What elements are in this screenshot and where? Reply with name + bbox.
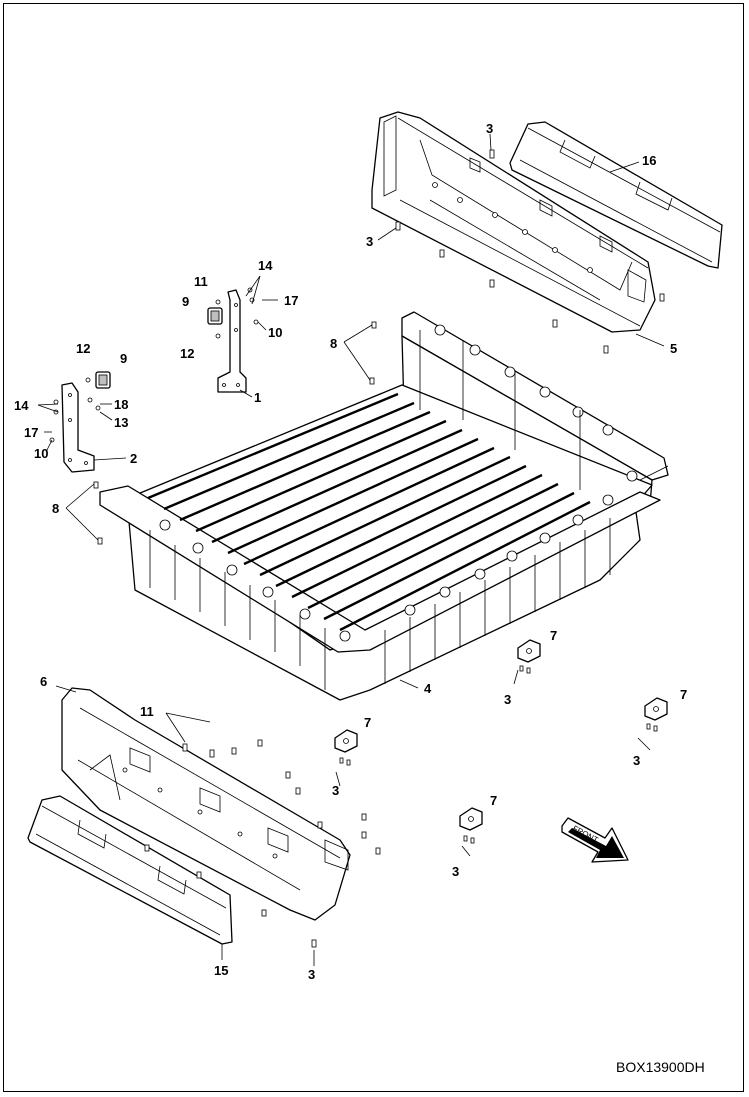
callout-10: 10 — [268, 325, 282, 340]
callout-3: 3 — [308, 967, 315, 982]
part-6-side-panel — [61, 687, 351, 921]
part-2-bracket — [49, 371, 111, 473]
callout-7: 7 — [550, 628, 557, 643]
callout-3: 3 — [504, 692, 511, 707]
callout-13: 12 — [180, 346, 194, 361]
callout-18: 18 — [114, 397, 128, 412]
callout-10: 10 — [34, 446, 48, 461]
callout-5: 5 — [670, 341, 677, 356]
callout-15: 16 — [642, 153, 656, 168]
part-7-clips — [334, 639, 668, 844]
callout-8: 8 — [52, 501, 59, 516]
bolts-part-5 — [395, 149, 665, 354]
callout-9: 9 — [182, 294, 189, 309]
callout-16: 15 — [214, 963, 228, 978]
callout-labels: 3 3 16 5 8 8 11 14 9 17 10 12 1 12 9 14 … — [14, 121, 687, 982]
callout-1: 1 — [254, 390, 261, 405]
part-15-rear-trim — [509, 121, 723, 269]
callout-14: 14 — [14, 398, 29, 413]
callout-2: 2 — [130, 451, 137, 466]
bolts-lower — [93, 321, 381, 948]
callout-12: 12 — [76, 341, 90, 356]
callout-9: 9 — [120, 351, 127, 366]
callout-14: 14 — [258, 258, 273, 273]
callout-6: 6 — [40, 674, 47, 689]
drawing-frame — [3, 3, 744, 1092]
front-arrow-icon: FRONT — [561, 817, 629, 863]
part-5-rear-panel — [371, 111, 656, 333]
leader-lines — [37, 133, 665, 966]
callout-13: 13 — [114, 415, 128, 430]
callout-12: 11 — [194, 274, 208, 289]
callout-7: 7 — [680, 687, 687, 702]
callout-3: 3 — [452, 864, 459, 879]
callout-17: 17 — [284, 293, 298, 308]
part-1-bracket — [207, 287, 259, 393]
part-16-side-trim — [27, 795, 233, 945]
part-4-cargo-box — [99, 311, 669, 701]
callout-3: 3 — [332, 783, 339, 798]
drawing-code: BOX13900DH — [616, 1059, 705, 1075]
callout-7: 7 — [490, 793, 497, 808]
callout-8: 8 — [330, 336, 337, 351]
callout-3: 3 — [633, 753, 640, 768]
callout-7: 7 — [364, 715, 371, 730]
callout-17: 17 — [24, 425, 38, 440]
callout-11: 11 — [140, 704, 154, 719]
callout-3: 3 — [486, 121, 493, 136]
callout-4: 4 — [424, 681, 432, 696]
callout-3: 3 — [366, 234, 373, 249]
